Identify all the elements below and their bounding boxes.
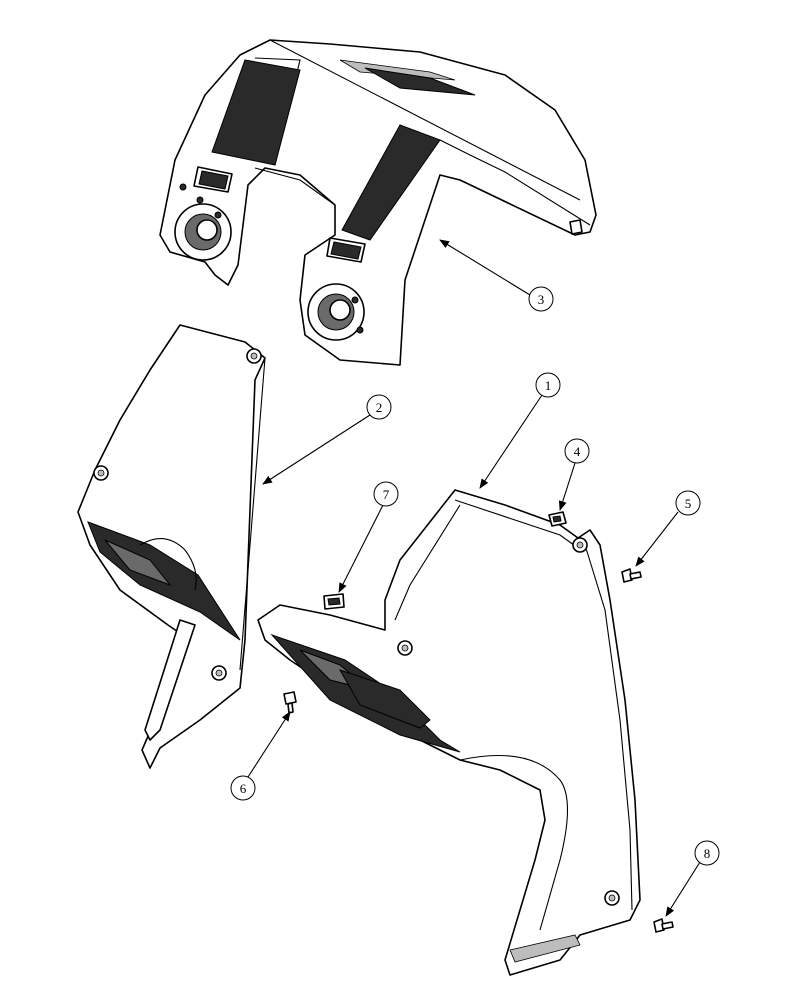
callout-7-label: 7	[383, 487, 390, 502]
part-5-screw	[621, 568, 642, 583]
callout-4: 4	[564, 438, 590, 464]
callout-8: 8	[694, 840, 720, 866]
callout-2-label: 2	[376, 400, 383, 415]
leader-line-4	[558, 462, 576, 511]
leader-line-3	[439, 239, 531, 296]
part-3-instrument-cowl	[159, 39, 597, 366]
callout-8-label: 8	[704, 846, 711, 861]
part-7-clip	[323, 593, 345, 610]
part-4-clip	[548, 511, 567, 527]
leader-line-6	[247, 711, 291, 778]
callout-4-label: 4	[574, 444, 581, 459]
callout-6: 6	[230, 775, 256, 801]
part-6-screw	[283, 691, 297, 714]
part-1-right-side-panel	[257, 489, 641, 976]
callout-5: 5	[675, 490, 701, 516]
callout-1: 1	[535, 372, 561, 398]
callout-6-label: 6	[240, 781, 247, 796]
part-2-left-side-panel	[77, 324, 266, 769]
leader-line-7	[338, 504, 384, 593]
leader-line-2	[262, 414, 371, 485]
leader-line-8	[665, 861, 701, 917]
leader-line-5	[635, 511, 679, 567]
leader-line-1	[479, 394, 543, 489]
leader-lines	[247, 239, 701, 917]
part-8-screw	[653, 918, 674, 933]
callout-1-label: 1	[545, 378, 552, 393]
callout-3-label: 3	[538, 292, 545, 307]
callout-7: 7	[373, 481, 399, 507]
callout-2: 2	[366, 394, 392, 420]
callout-3: 3	[528, 286, 554, 312]
callout-5-label: 5	[685, 496, 692, 511]
